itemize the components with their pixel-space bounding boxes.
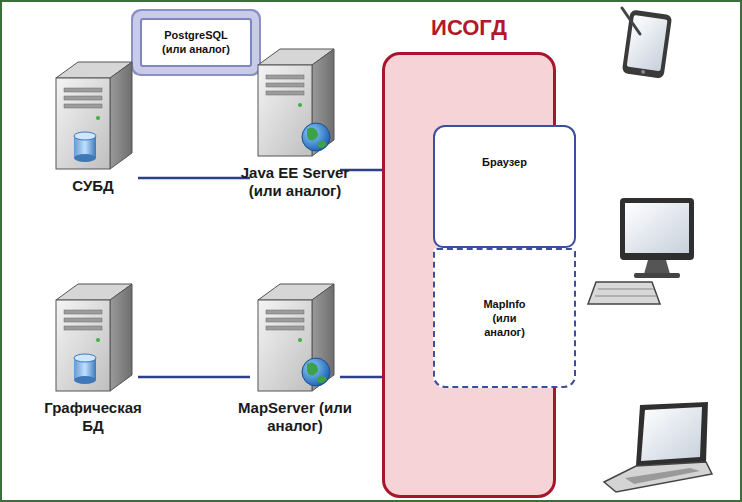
stylus — [622, 8, 640, 34]
app-server: Java EE Server (или аналог) — [250, 45, 340, 160]
server-label: Графическая БД — [33, 399, 153, 435]
system-region: ИСОГДБраузерMapInfo (или аналог) — [382, 52, 556, 498]
box-label: PostgreSQL (или аналог) — [152, 28, 240, 57]
region-title: ИСОГД — [385, 15, 553, 41]
server-icon — [250, 280, 340, 395]
map-server: MapServer (или аналог) — [250, 280, 340, 395]
dbms-server: СУБД — [48, 58, 138, 173]
desktop-icon — [588, 198, 694, 304]
database-product-box: PostgreSQL (или аналог) — [140, 18, 252, 67]
server-label: СУБД — [38, 177, 148, 195]
server-icon — [250, 45, 340, 160]
server-icon — [48, 280, 138, 395]
laptop-icon — [604, 402, 712, 492]
server-icon — [48, 58, 138, 173]
graphic-db-server: Графическая БД — [48, 280, 138, 395]
server-label: MapServer (или аналог) — [230, 399, 360, 435]
server-label: Java EE Server (или аналог) — [230, 164, 360, 200]
connector-line — [138, 376, 250, 379]
browser-box: Браузер — [433, 125, 576, 248]
box-label: Браузер — [441, 155, 568, 169]
box-label: MapInfo (или аналог) — [473, 297, 537, 340]
gis-client-box: MapInfo (или аналог) — [433, 248, 576, 388]
connector-line — [138, 177, 250, 180]
